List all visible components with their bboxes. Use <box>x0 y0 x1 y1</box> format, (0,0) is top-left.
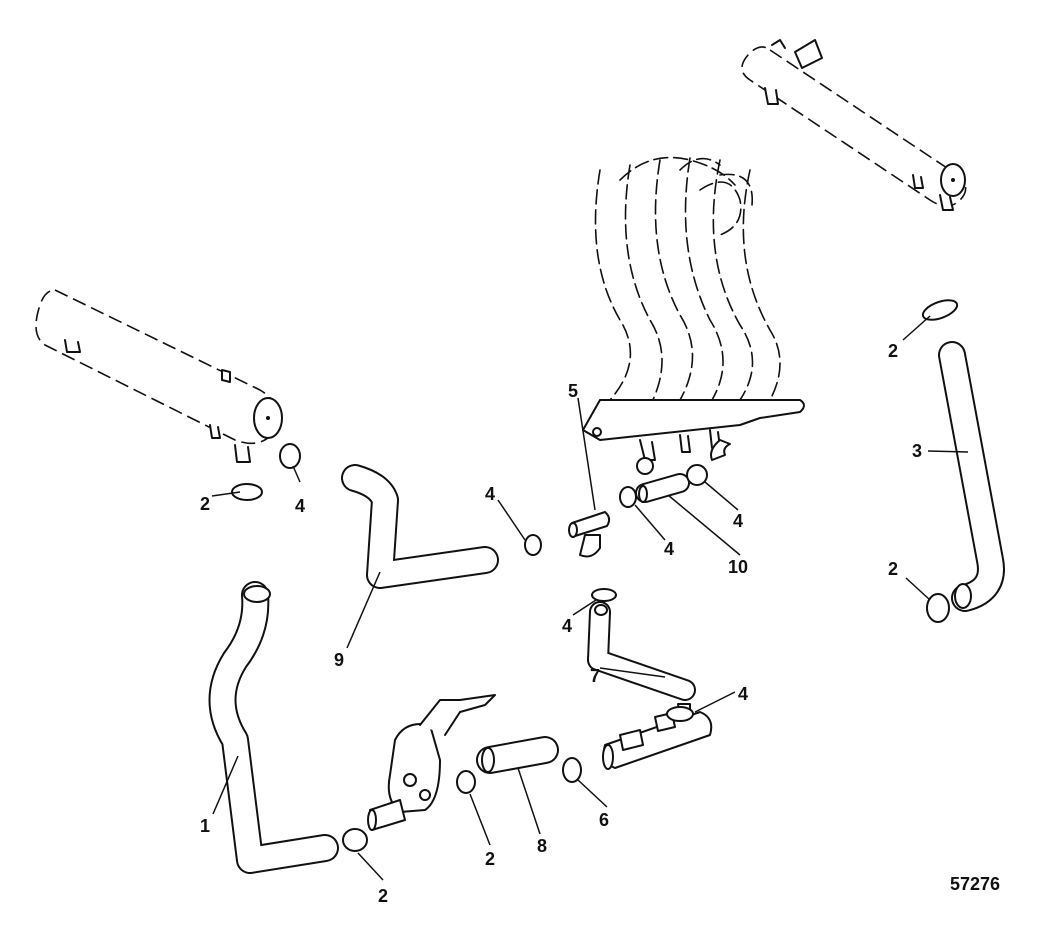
callout-4: 4 <box>733 511 743 531</box>
hose-3 <box>938 341 1005 612</box>
callout-5: 5 <box>568 381 578 401</box>
water-block <box>602 703 713 770</box>
callout-4: 4 <box>295 496 305 516</box>
callout-4: 4 <box>562 616 572 636</box>
clamps <box>231 299 959 852</box>
clamp <box>619 486 637 508</box>
callout-2: 2 <box>888 341 898 361</box>
callout-2: 2 <box>200 494 210 514</box>
clamp <box>666 706 694 722</box>
callout-2: 2 <box>485 849 495 869</box>
clamp <box>231 483 263 501</box>
valve-assembly <box>367 694 496 831</box>
tee-fitting-5 <box>568 511 611 558</box>
figure-number: 57276 <box>950 874 1000 894</box>
hose-7 <box>587 601 696 701</box>
hose-9 <box>341 464 499 589</box>
exhaust-elbow-right <box>741 39 967 211</box>
clamp <box>636 457 654 475</box>
callout-labels: 1 2 2 2 2 2 3 4 4 4 4 4 4 5 6 7 8 9 10 <box>200 341 922 906</box>
clamp <box>279 443 301 469</box>
clamp <box>524 534 542 556</box>
callout-4: 4 <box>485 484 495 504</box>
clamp <box>456 770 476 794</box>
callout-1: 1 <box>200 816 210 836</box>
clamp <box>686 464 708 486</box>
callout-2: 2 <box>378 886 388 906</box>
callout-10: 10 <box>728 557 748 577</box>
exhaust-manifold <box>582 156 805 461</box>
hose-1 <box>208 581 339 874</box>
clamp <box>342 828 368 852</box>
callout-4: 4 <box>738 684 748 704</box>
clamp <box>926 593 950 623</box>
callout-2: 2 <box>888 559 898 579</box>
callout-7: 7 <box>590 666 600 686</box>
clamp <box>591 588 617 602</box>
hose-10 <box>635 473 690 503</box>
leader-lines <box>211 315 969 881</box>
exhaust-elbow-left <box>35 289 283 463</box>
callout-4: 4 <box>664 539 674 559</box>
callout-8: 8 <box>537 836 547 856</box>
callout-9: 9 <box>334 650 344 670</box>
clamp <box>921 299 959 321</box>
callout-3: 3 <box>912 441 922 461</box>
callout-6: 6 <box>599 810 609 830</box>
hose-8 <box>476 736 559 774</box>
clamp <box>562 757 582 783</box>
